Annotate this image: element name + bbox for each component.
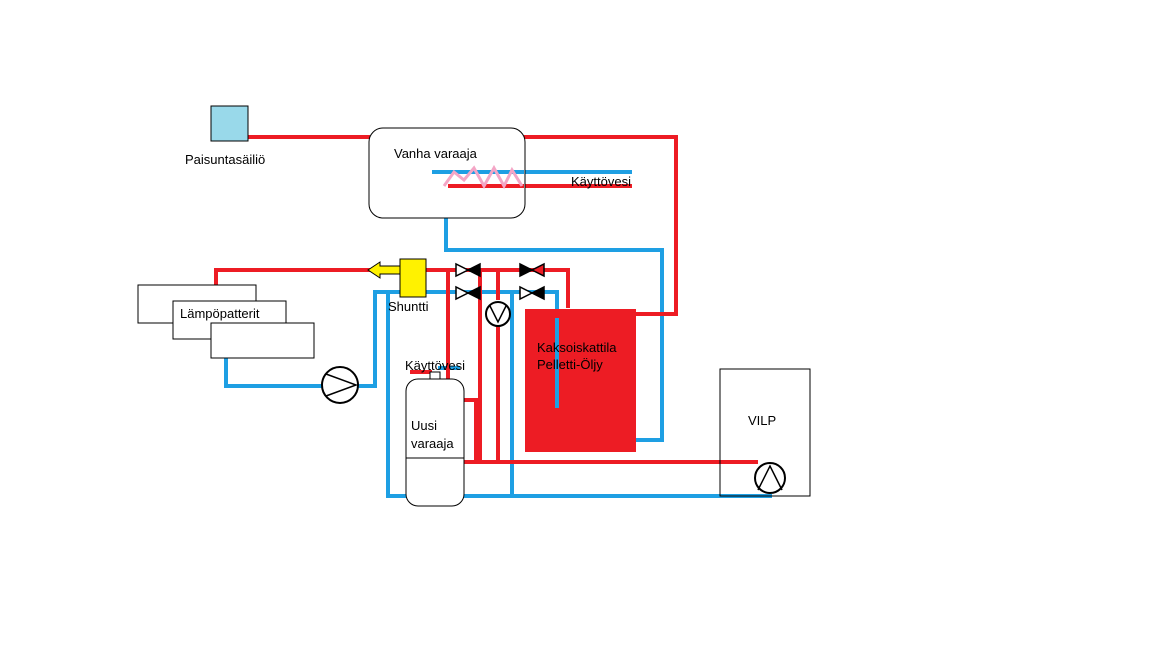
valve-icon	[519, 285, 545, 301]
boiler-label-line1: Kaksoiskattila	[537, 340, 617, 355]
new-tank-label-line2: varaaja	[411, 436, 454, 451]
new-storage-tank	[405, 378, 465, 507]
radiators-label: Lämpöpatterit	[180, 306, 260, 321]
boiler-label-line2: Pelletti-Öljy	[537, 357, 603, 372]
valve-icon	[455, 285, 481, 301]
pump-icon	[485, 301, 511, 327]
pump-icon	[754, 462, 786, 494]
pump-icon	[321, 366, 359, 404]
heat-exchanger-coil	[442, 164, 524, 190]
boiler	[525, 309, 636, 452]
shunt-label: Shuntti	[388, 299, 429, 314]
valve-icon	[455, 262, 481, 278]
expansion-tank-label: Paisuntasäiliö	[185, 152, 265, 167]
hot-water-new-label: Käyttövesi	[405, 358, 465, 373]
valve-icon	[519, 262, 545, 278]
shunt-valve	[399, 258, 427, 298]
heat-pump-label: VILP	[748, 413, 776, 428]
new-tank-label-line1: Uusi	[411, 418, 437, 433]
expansion-tank	[210, 105, 249, 142]
shunt-arrow-icon	[367, 261, 401, 279]
old-tank-label: Vanha varaaja	[394, 146, 478, 161]
heat-pump-unit	[719, 368, 811, 497]
radiators	[137, 284, 315, 359]
hot-water-top-label: Käyttövesi	[571, 174, 631, 189]
